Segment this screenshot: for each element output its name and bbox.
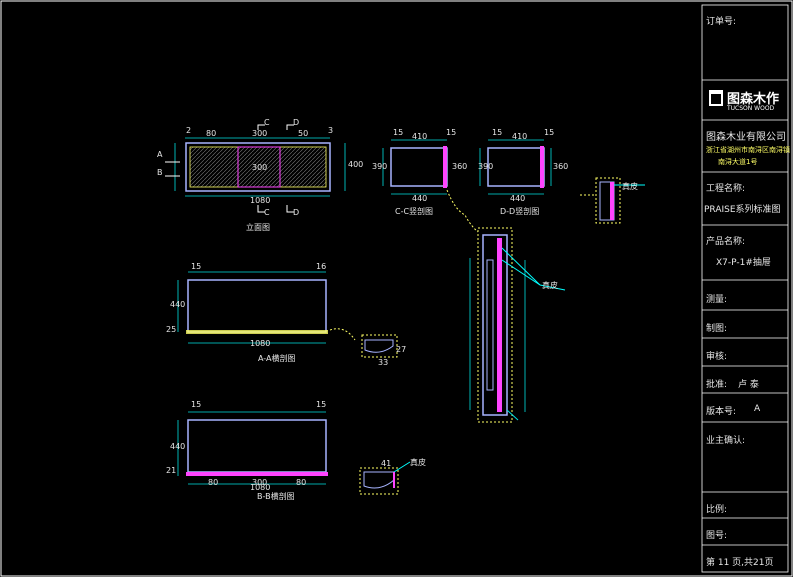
elevation-center-panel: [237, 146, 281, 188]
bb-dim-bottom: 21: [166, 466, 177, 475]
review-label: 审核:: [706, 352, 728, 362]
version-label: 版本号:: [706, 407, 737, 417]
elevation-title: 立面图: [246, 223, 270, 232]
section-cc-view: [382, 139, 448, 195]
order-no-label: 订单号:: [706, 17, 737, 27]
aa-dim-height: 440: [170, 300, 186, 309]
elevation-outline: [185, 142, 331, 192]
bb-dim-seg2: 300: [252, 478, 268, 487]
section-mark-c-bottom: C: [264, 208, 270, 217]
cc-dim-height: 390: [372, 162, 388, 171]
company-address-2: 南浔大道1号: [718, 158, 758, 166]
elev-dim-top-1: 2: [186, 126, 192, 135]
dd-dim-width: 410: [512, 132, 528, 141]
cc-dim-bottom: 440: [412, 194, 428, 203]
cc-dim-right: 15: [446, 128, 457, 137]
aa-dim-bottom: 25: [166, 325, 177, 334]
elev-dim-top-2: 80: [206, 129, 217, 138]
detail-dim-a: 33: [378, 358, 389, 367]
section-mark-d-bottom: D: [293, 208, 300, 217]
elev-dim-top-3: 300: [252, 129, 268, 138]
dd-dim-right: 15: [544, 128, 555, 137]
tall-section: [469, 227, 566, 423]
dd-dim-side: 360: [553, 162, 569, 171]
logo-cn: 图森木作: [727, 92, 780, 107]
approve-value: 卢 泰: [738, 380, 759, 390]
elev-dim-right: 400: [348, 160, 364, 169]
section-dd-title: D-D竖剖图: [500, 207, 540, 216]
bb-dim-seg3: 80: [296, 478, 307, 487]
project-label: 工程名称:: [706, 184, 746, 194]
detail-label-bb: 真皮: [410, 458, 426, 467]
aa-dim-total: 1080: [250, 339, 271, 348]
title-block-frame: [701, 4, 789, 573]
dd-dim-height: 390: [478, 162, 494, 171]
section-dd-view: [479, 139, 552, 195]
section-aa-view: [177, 271, 398, 358]
detail-label-tall: 真皮: [542, 281, 558, 290]
cc-dim-width: 410: [412, 132, 428, 141]
project-value: PRAISE系列标准图: [704, 205, 781, 215]
bb-dim-right: 15: [316, 400, 327, 409]
aa-dim-right: 16: [316, 262, 327, 271]
product-value: X7-P-1#抽屉: [716, 258, 771, 268]
elev-dim-mid: 300: [252, 163, 268, 172]
title-block: 订单号: 图森木作 TUCSON WOOD 图森木业有限公司 浙江省湖州市南浔区…: [702, 5, 790, 572]
scale-label: 比例:: [706, 505, 728, 515]
detail-top-right: [580, 177, 645, 224]
elev-dim-total: 1080: [250, 196, 271, 205]
dd-dim-left: 15: [492, 128, 503, 137]
leader-dashed: [446, 189, 479, 233]
drawing-no-label: 图号:: [706, 531, 728, 541]
bb-dim-height: 440: [170, 442, 186, 451]
cc-dim-side: 360: [452, 162, 468, 171]
section-bb-title: B-B横剖图: [257, 492, 295, 501]
bb-dim-seg1: 80: [208, 478, 219, 487]
section-mark-b: B: [157, 168, 163, 177]
measure-label: 测量:: [706, 295, 728, 305]
section-mark-d-top: D: [293, 118, 300, 127]
logo-mark-icon: [709, 90, 723, 106]
version-value: A: [754, 404, 761, 414]
detail-dim-b: 27: [396, 345, 407, 354]
cc-dim-left: 15: [393, 128, 404, 137]
elevation-view: [165, 124, 346, 213]
bb-dim-total: 1080: [250, 483, 271, 492]
owner-confirm-label: 业主确认:: [706, 436, 746, 446]
logo-en: TUCSON WOOD: [727, 105, 775, 112]
section-mark-c-top: C: [264, 118, 270, 127]
company-name: 图森木业有限公司: [706, 132, 786, 143]
section-cc-title: C-C竖剖图: [395, 207, 434, 216]
detail-label-top: 真皮: [622, 182, 638, 191]
page-counter: 第 11 页,共21页: [706, 558, 774, 568]
drafter-label: 制图:: [706, 324, 728, 334]
bb-dim-left: 15: [191, 400, 202, 409]
detail-dim-c: 41: [381, 459, 392, 468]
aa-dim-left: 15: [191, 262, 202, 271]
elev-dim-top-5: 3: [328, 126, 334, 135]
company-address-1: 浙江省湖州市南浔区南浔镇: [706, 146, 790, 154]
dd-dim-bottom: 440: [510, 194, 526, 203]
approve-label: 批准:: [706, 380, 728, 390]
section-aa-title: A-A横剖图: [258, 354, 296, 363]
product-label: 产品名称:: [706, 237, 746, 247]
elev-dim-top-4: 50: [298, 129, 309, 138]
section-mark-a: A: [157, 150, 163, 159]
section-bb-view: [177, 411, 411, 495]
company-logo: 图森木作 TUCSON WOOD: [707, 87, 785, 117]
